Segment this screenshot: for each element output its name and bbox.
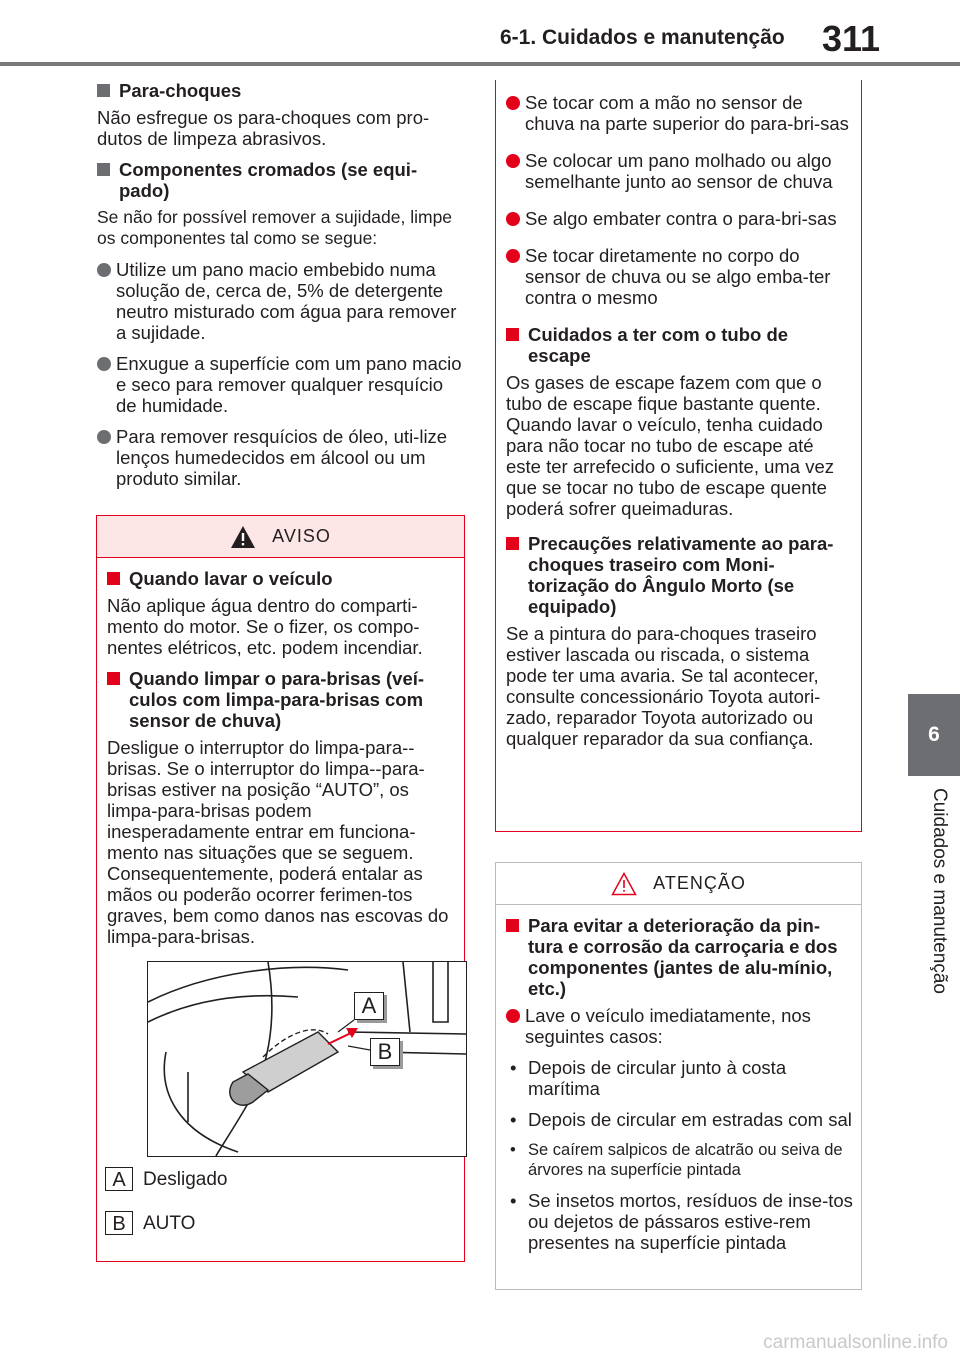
warning-triangle-icon xyxy=(231,525,256,548)
list-item-text: Se tocar diretamente no corpo do sensor … xyxy=(525,245,831,308)
heading-paint-protection: Para evitar a deterioração da pin-tura e… xyxy=(506,915,853,999)
dash-bullet-icon: • xyxy=(510,1141,516,1159)
circle-bullet-icon xyxy=(506,249,520,263)
list-item: Enxugue a superfície com um pano macio e… xyxy=(97,353,467,416)
list-item-text: Lave o veículo imediatamente, nos seguin… xyxy=(525,1005,811,1047)
circle-bullet-icon xyxy=(506,96,520,110)
square-bullet-icon xyxy=(506,537,519,550)
square-bullet-icon xyxy=(107,572,120,585)
heading-text: Cuidados a ter com o tubo de escape xyxy=(528,324,789,366)
paragraph: Não esfregue os para-choques com pro-dut… xyxy=(97,107,430,149)
square-bullet-icon xyxy=(506,919,519,932)
heading-text: Para evitar a deterioração da pin-tura e… xyxy=(528,915,838,999)
list-item-text: Se algo embater contra o para-bri-sas xyxy=(525,208,837,229)
legend-key: A xyxy=(105,1167,133,1191)
header-divider xyxy=(0,62,960,66)
legend-text: Desligado xyxy=(143,1168,228,1190)
square-bullet-icon xyxy=(97,163,110,176)
list-item-text: Se tocar com a mão no sensor de chuva na… xyxy=(525,92,849,134)
section-title: 6-1. Cuidados e manutenção xyxy=(500,26,785,49)
list-item: Utilize um pano macio embebido numa solu… xyxy=(97,259,467,343)
dash-bullet-icon: • xyxy=(510,1109,517,1130)
heading-text: Precauções relativamente ao para-choques… xyxy=(528,533,834,617)
page-number: 311 xyxy=(822,18,881,59)
heading-exhaust: Cuidados a ter com o tubo de escape xyxy=(506,324,853,366)
list-item-text: Utilize um pano macio embebido numa solu… xyxy=(116,259,457,343)
warning-title: AVISO xyxy=(272,526,331,546)
left-column: Para-choques Não esfregue os para-choque… xyxy=(97,80,467,499)
list-item: Se tocar com a mão no sensor de chuva na… xyxy=(506,92,853,134)
dash-item: • Depois de circular em estradas com sal xyxy=(506,1109,853,1130)
dash-item-text: Depois de circular em estradas com sal xyxy=(528,1109,852,1130)
dash-item-text: Se caírem salpicos de alcatrão ou seiva … xyxy=(528,1141,843,1179)
paragraph: Desligue o interruptor do limpa-para--br… xyxy=(107,737,449,947)
square-bullet-icon xyxy=(107,672,120,685)
dash-bullet-icon: • xyxy=(510,1057,517,1078)
wiper-lever-drawing xyxy=(148,962,466,1156)
legend-item: B AUTO xyxy=(105,1211,456,1235)
legend-text: AUTO xyxy=(143,1212,196,1234)
dash-item-text: Se insetos mortos, resíduos de inse-tos … xyxy=(528,1190,853,1253)
wiper-switch-illustration: A B xyxy=(147,961,467,1157)
caution-body: Para evitar a deterioração da pin-tura e… xyxy=(496,905,861,1253)
square-bullet-icon xyxy=(506,328,519,341)
paragraph: Se a pintura do para-choques traseiro es… xyxy=(506,623,821,749)
heading-rear-bumper: Precauções relativamente ao para-choques… xyxy=(506,533,853,617)
heading-bumpers: Para-choques xyxy=(97,80,467,101)
circle-bullet-icon xyxy=(97,430,111,444)
heading-text: Quando lavar o veículo xyxy=(129,568,333,589)
caution-box: ATENÇÃO Para evitar a deterioração da pi… xyxy=(495,862,862,1290)
circle-bullet-icon xyxy=(506,154,520,168)
circle-bullet-icon xyxy=(97,263,111,277)
caution-triangle-icon xyxy=(611,871,637,895)
heading-washing: Quando lavar o veículo xyxy=(107,568,456,589)
caution-title: ATENÇÃO xyxy=(653,873,746,893)
paragraph: Não aplique água dentro do comparti-ment… xyxy=(107,595,423,658)
warning-box: AVISO Quando lavar o veículo Não aplique… xyxy=(96,515,467,1262)
heading-chrome: Componentes cromados (se equi-pado) xyxy=(97,159,467,201)
watermark: carmanualsonline.info xyxy=(763,1332,948,1353)
legend-key: B xyxy=(105,1211,133,1235)
heading-text: Para-choques xyxy=(119,80,242,101)
legend-item: A Desligado xyxy=(105,1167,456,1191)
chapter-tab[interactable]: 6 xyxy=(908,694,960,776)
list-item: Para remover resquícios de óleo, uti-liz… xyxy=(97,426,467,489)
list-item: Se algo embater contra o para-bri-sas xyxy=(506,208,853,229)
circle-bullet-icon xyxy=(506,1009,520,1023)
dash-item-text: Depois de circular junto à costa marítim… xyxy=(528,1057,787,1099)
paragraph: Os gases de escape fazem com que o tubo … xyxy=(506,372,835,519)
square-bullet-icon xyxy=(97,84,110,97)
heading-text: Quando limpar o para-brisas (veí-culos c… xyxy=(129,668,425,731)
list-item: Se tocar diretamente no corpo do sensor … xyxy=(506,245,853,308)
list-item-text: Enxugue a superfície com um pano macio e… xyxy=(116,353,462,416)
caution-header: ATENÇÃO xyxy=(496,863,861,905)
heading-windshield: Quando limpar o para-brisas (veí-culos c… xyxy=(107,668,456,731)
warning-body: Se tocar com a mão no sensor de chuva na… xyxy=(496,80,861,749)
heading-text: Componentes cromados (se equi-pado) xyxy=(119,159,418,201)
list-item-text: Se colocar um pano molhado ou algo semel… xyxy=(525,150,833,192)
dash-bullet-icon: • xyxy=(510,1190,517,1211)
list-item-text: Para remover resquícios de óleo, uti-liz… xyxy=(116,426,448,489)
list-item: Se colocar um pano molhado ou algo semel… xyxy=(506,150,853,192)
dash-item: • Se insetos mortos, resíduos de inse-to… xyxy=(506,1190,853,1253)
warning-body: Quando lavar o veículo Não aplique água … xyxy=(97,558,467,1235)
dash-item: • Se caírem salpicos de alcatrão ou seiv… xyxy=(506,1140,853,1180)
callout-label-b: B xyxy=(370,1038,400,1066)
callout-label-a: A xyxy=(354,992,384,1020)
circle-bullet-icon xyxy=(506,212,520,226)
warning-box-continued: Se tocar com a mão no sensor de chuva na… xyxy=(495,80,862,832)
circle-bullet-icon xyxy=(97,357,111,371)
paragraph: Se não for possível remover a sujidade, … xyxy=(97,207,453,248)
dash-item: • Depois de circular junto à costa marít… xyxy=(506,1057,853,1099)
list-item: Lave o veículo imediatamente, nos seguin… xyxy=(506,1005,853,1047)
warning-header: AVISO xyxy=(97,516,464,558)
chapter-label: Cuidados e manutenção xyxy=(929,788,950,994)
